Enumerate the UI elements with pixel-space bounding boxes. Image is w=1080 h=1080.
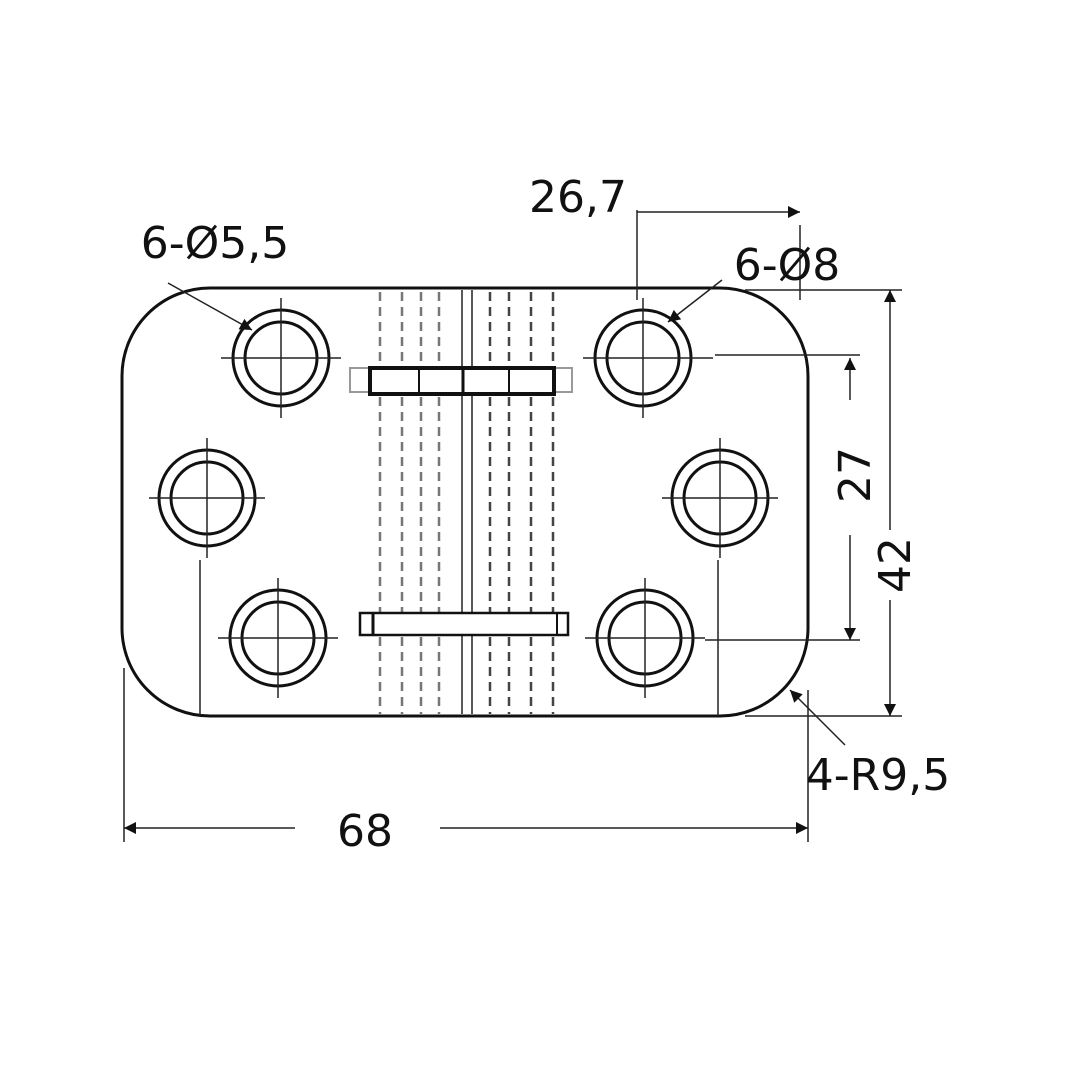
hole bbox=[149, 438, 265, 558]
dimension-width: 68 bbox=[123, 668, 809, 857]
callout-small-holes: 6-Ø5,5 bbox=[141, 218, 289, 331]
hinge-knuckle bbox=[349, 290, 573, 714]
dimension-height: 42 bbox=[745, 289, 921, 717]
dimension-hole-spacing: 27 bbox=[705, 354, 881, 641]
hole bbox=[218, 578, 338, 698]
dimension-hole-offset-label: 26,7 bbox=[529, 172, 627, 223]
dimension-hole-spacing-label: 27 bbox=[830, 447, 881, 503]
hole bbox=[221, 298, 341, 418]
callout-small-holes-label: 6-Ø5,5 bbox=[141, 218, 289, 269]
dimension-hole-offset: 26,7 bbox=[529, 172, 801, 300]
callout-large-holes: 6-Ø8 bbox=[667, 240, 841, 323]
dimension-width-label: 68 bbox=[337, 806, 393, 857]
hole bbox=[662, 438, 778, 558]
hole bbox=[585, 578, 705, 698]
callout-corner-radius-label: 4-R9,5 bbox=[806, 750, 950, 801]
callout-corner-radius: 4-R9,5 bbox=[789, 689, 950, 801]
hole bbox=[583, 298, 713, 418]
dimension-height-label: 42 bbox=[870, 537, 921, 593]
callout-large-holes-label: 6-Ø8 bbox=[734, 240, 841, 291]
plate-outline bbox=[120, 286, 810, 718]
mounting-holes bbox=[149, 298, 778, 698]
